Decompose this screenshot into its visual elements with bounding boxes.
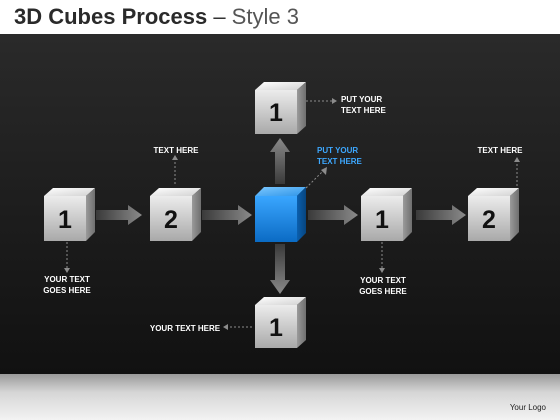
cube-left-1: 1	[44, 188, 95, 241]
cube-top: 1	[255, 82, 306, 134]
cube-number: 2	[482, 206, 496, 234]
label-center: PUT YOUR TEXT HERE	[317, 146, 362, 166]
title-dash: –	[207, 4, 232, 29]
cube-left-2: 2	[150, 188, 201, 241]
title-style: Style 3	[231, 4, 299, 29]
arrow-center-to-top	[270, 138, 290, 184]
connector-head-center	[321, 167, 327, 175]
cube-bottom: 1	[255, 297, 306, 348]
label-right-2: TEXT HERE	[477, 146, 523, 155]
cube-number: 1	[58, 206, 72, 234]
cube-number: 1	[375, 206, 389, 234]
connector-head-right1	[379, 268, 385, 273]
connector-head-left2	[172, 155, 178, 160]
label-bottom: YOUR TEXT HERE	[149, 324, 221, 333]
arrow-center-to-bottom	[270, 244, 290, 294]
label-top: PUT YOUR TEXT HERE	[341, 95, 386, 115]
connector-head-left1	[64, 268, 70, 273]
footer-bar: Your Logo	[0, 374, 560, 420]
label-left-2: TEXT HERE	[153, 146, 199, 155]
connector-head-right2	[514, 157, 520, 162]
arrow-center-to-right1	[308, 205, 358, 225]
arrow-left2-to-center	[202, 205, 252, 225]
cube-center	[255, 187, 306, 242]
connector-center	[305, 169, 325, 189]
arrow-right1-to-right2	[416, 205, 466, 225]
cube-right-2: 2	[468, 188, 519, 241]
arrow-left1-to-left2	[96, 205, 142, 225]
cube-number: 2	[164, 206, 178, 234]
title-main: 3D Cubes Process	[14, 4, 208, 29]
label-left-1: YOUR TEXT GOES HERE	[43, 275, 91, 295]
logo-text: Your Logo	[509, 403, 546, 412]
page-title: 3D Cubes Process – Style 3	[14, 4, 299, 30]
connector-head-top	[332, 98, 337, 104]
label-right-1: YOUR TEXT GOES HERE	[359, 276, 407, 296]
cube-number: 1	[269, 99, 283, 127]
process-diagram: 1 2 1 2 1 1	[44, 82, 520, 348]
cube-number: 1	[269, 314, 283, 342]
cube-right-1: 1	[361, 188, 412, 241]
title-bar: 3D Cubes Process – Style 3	[0, 0, 560, 34]
connector-head-bottom	[223, 324, 228, 330]
